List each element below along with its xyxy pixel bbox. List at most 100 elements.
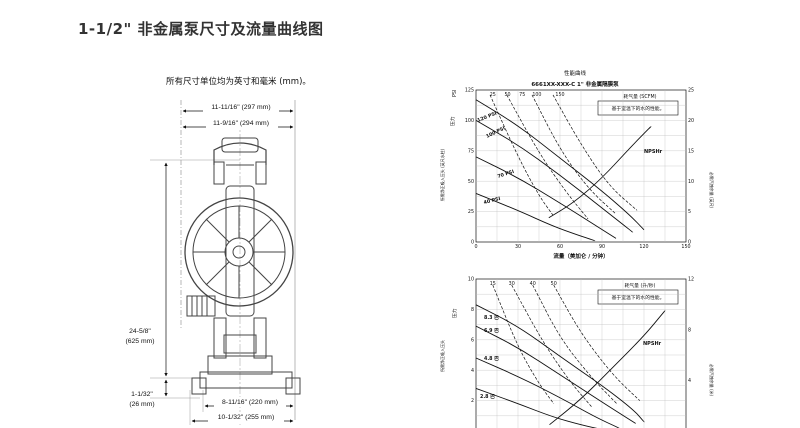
chart-top-psi-unit: PSI xyxy=(452,90,458,97)
dim-bottom-inner: 8-11/16" (220 mm) xyxy=(222,399,278,406)
y-tick-label: 100 xyxy=(465,118,474,124)
chart-top-series xyxy=(475,94,652,242)
units-note: 所有尺寸单位均为英寸和毫米 (mm)。 xyxy=(166,77,311,87)
chart-top-ylabel: 压力 xyxy=(449,116,456,126)
label-4-8bar: 4.8 巴 xyxy=(484,355,499,362)
dim-top-outer: 11-11/16" (297 mm) xyxy=(211,104,270,111)
series-line-50 xyxy=(506,94,589,220)
series-line-100-psi xyxy=(475,120,634,233)
dim-height-mm: (625 mm) xyxy=(125,338,154,345)
x-tick-label: 120 xyxy=(639,244,648,250)
label-40psi: 40 PSI xyxy=(483,196,501,206)
series-line-120-psi xyxy=(475,99,645,231)
label-8-3bar: 8.3 巴 xyxy=(484,314,499,321)
y-tick-label: 4 xyxy=(471,368,474,374)
series-line-6-9- xyxy=(475,325,637,424)
y-tick-label: 25 xyxy=(468,209,474,215)
chart-top-note-box xyxy=(597,100,679,116)
series-line-30 xyxy=(511,284,592,407)
label-2-8bar: 2.8 巴 xyxy=(480,393,495,400)
series-line-70-psi xyxy=(475,156,617,239)
chart-top-y2-ticks: 0 5 10 15 20 25 xyxy=(688,88,694,246)
chart-top-air-title: 耗气量 (SCFM) xyxy=(624,93,657,100)
label-70psi: 70 PSI xyxy=(497,169,515,180)
y-tick-label: 50 xyxy=(468,179,474,185)
y-tick-label: 10 xyxy=(468,277,474,283)
series-line-75 xyxy=(531,94,617,215)
series-line-100 xyxy=(552,94,638,211)
chart-bottom-ylabel-right: 必需汽蚀余量 (米) xyxy=(709,364,715,397)
chart-top-xlabel: 流量（美加仑 / 分钟） xyxy=(553,252,608,260)
dim-label-bg-top-outer xyxy=(203,102,279,112)
y2-tick-label: 15 xyxy=(688,148,694,154)
x-tick-label: 0 xyxy=(474,244,477,250)
chart-bottom-air-title: 耗气量 (升/秒) xyxy=(625,282,656,289)
series-line-40-psi xyxy=(475,192,596,242)
dim-label-bg-bottom-outer xyxy=(208,412,284,422)
y2-tick-label: 4 xyxy=(688,378,691,384)
chart-top-note: 基于室温下的水的性能。 xyxy=(612,105,665,112)
y-tick-label: 0 xyxy=(471,240,474,246)
x-tick-label: 150 xyxy=(681,244,690,250)
dim-bottom-outer: 10-1/32" (255 mm) xyxy=(218,414,274,421)
chart-top-ylabel-right: 必需汽蚀余量 (英尺) xyxy=(709,172,715,209)
y2-tick-label: 20 xyxy=(688,118,694,124)
y2-tick-label: 8 xyxy=(688,327,691,333)
series-line-40 xyxy=(532,284,617,404)
dim-top-inner: 11-9/16" (294 mm) xyxy=(213,120,269,127)
y2-tick-label: 25 xyxy=(688,88,694,94)
series-line-8-3- xyxy=(475,304,645,423)
chart-top-npsh-label: NPSHr xyxy=(644,149,663,155)
series-line-15 xyxy=(492,284,555,404)
y2-tick-label: 0 xyxy=(688,240,691,246)
chart-top-grid xyxy=(476,90,686,242)
pump-drawing xyxy=(150,100,301,425)
label-120psi: 120 PSI xyxy=(477,111,498,124)
air-tick-label: 40 xyxy=(530,281,536,287)
air-tick-label: 25 xyxy=(490,92,496,98)
chart-top-header: 性能曲线 xyxy=(564,69,587,77)
air-tick-label: 50 xyxy=(551,281,557,287)
series-line-4-8- xyxy=(475,357,620,428)
air-tick-label: 100 xyxy=(532,92,541,98)
chart-bottom-air-ticks: 15 30 40 50 xyxy=(490,281,557,287)
air-tick-label: 75 xyxy=(519,92,525,98)
y2-tick-label: 12 xyxy=(688,277,694,283)
air-tick-label: 50 xyxy=(504,92,510,98)
y-tick-label: 6 xyxy=(471,337,474,343)
chart-bottom-npsh-left-label: 所需净正吸入压头 xyxy=(439,340,445,372)
x-tick-label: 90 xyxy=(599,244,605,250)
dim-height-in: 24-5/8" xyxy=(129,328,151,335)
series-line-npshr xyxy=(549,310,666,426)
air-tick-label: 30 xyxy=(509,281,515,287)
chart-top-npsh-left-label: 所需净正吸入压头 (英尺水柱) xyxy=(439,148,445,201)
chart-top: 性能曲线 6661XX-XXX-C 1" 非金属隔膜泵 耗气量 (SCFM) 2… xyxy=(439,69,715,260)
y-tick-label: 75 xyxy=(468,148,474,154)
dim-label-bg-top-inner xyxy=(206,118,278,128)
y2-tick-label: 5 xyxy=(688,209,691,215)
y-tick-label: 8 xyxy=(471,307,474,313)
chart-bottom-y-ticks: 0246810 xyxy=(468,277,474,405)
x-tick-label: 60 xyxy=(557,244,563,250)
dim-base-in: 1-1/32" xyxy=(131,391,153,398)
chart-bottom: 耗气量 (升/秒) 15 30 40 50 基于室温下的水的性能。 压力 所需净正吸入… xyxy=(439,277,715,428)
chart-bottom-series xyxy=(475,284,666,428)
chart-top-x-ticks: 0 30 60 90 120 150 xyxy=(474,244,690,250)
series-line-npshr xyxy=(548,126,652,219)
x-tick-label: 30 xyxy=(515,244,521,250)
y-tick-label: 125 xyxy=(465,88,474,94)
dim-base-mm: (26 mm) xyxy=(129,401,154,408)
series-line-50 xyxy=(553,284,641,401)
chart-bottom-ylabel: 压力 xyxy=(451,308,458,318)
dim-label-bg-bottom-inner xyxy=(214,397,286,407)
y-tick-label: 2 xyxy=(471,398,474,404)
chart-top-y-ticks: 0 25 50 75 100 125 xyxy=(465,88,474,246)
y2-tick-label: 10 xyxy=(688,179,694,185)
chart-bottom-npsh-label: NPSHr xyxy=(643,341,662,347)
chart-bottom-note: 基于室温下的水的性能。 xyxy=(612,294,665,301)
air-tick-label: 15 xyxy=(490,281,496,287)
page-title: 1-1/2" 非金属泵尺寸及流量曲线图 xyxy=(78,20,324,38)
